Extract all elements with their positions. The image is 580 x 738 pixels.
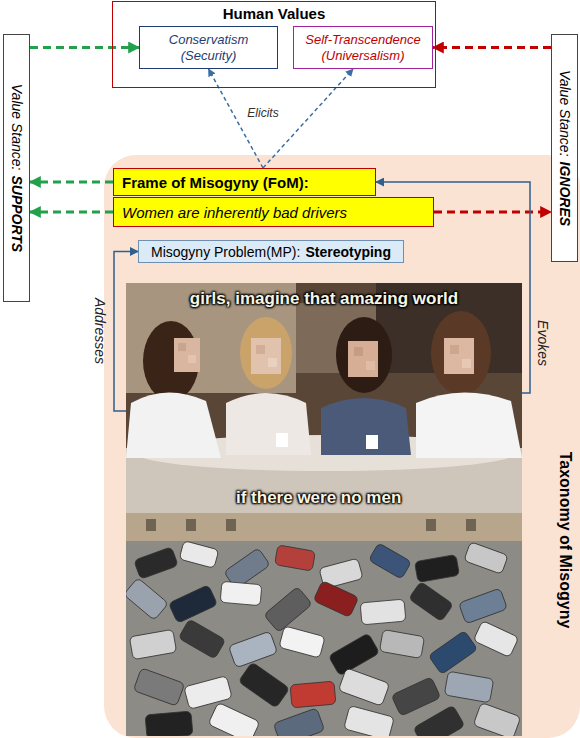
value-box: Conservatism (Security) — [139, 26, 278, 69]
box-label: Women are inherently bad drivers — [122, 204, 347, 221]
box-label: Misogyny Problem(MP): — [151, 244, 300, 260]
value-group-box: Human ValuesConservatism (Security) Self-… — [112, 1, 436, 88]
meme-illustration — [126, 283, 522, 736]
value-box: Self-Transcendence (Universalism) — [293, 26, 433, 69]
taxonomy-region: Taxonomy of Misogyny Frame of Misogyny (F… — [104, 155, 580, 738]
edge-label: Evokes — [535, 320, 551, 366]
stance-label: SUPPORTS — [9, 175, 25, 252]
box-label: Stereotyping — [305, 244, 391, 260]
connector-arrow — [434, 211, 551, 214]
box-label: Self-Transcendence (Universalism) — [298, 32, 428, 63]
meme-caption: if there were no men — [236, 488, 401, 508]
region-fill — [104, 155, 580, 738]
meme-image: girls, imagine that amazing world if ther… — [126, 283, 522, 736]
stance-box: Value Stance: SUPPORTS — [3, 34, 30, 302]
rotated-text: Value Stance: IGNORES — [556, 70, 574, 226]
problem-box: Misogyny Problem(MP): Stereotyping — [138, 240, 404, 263]
box-label: Conservatism (Security) — [144, 32, 273, 63]
frame-box: Frame of Misogyny (FoM): — [113, 168, 376, 196]
region-title: Taxonomy of Misogyny — [557, 452, 574, 629]
edge-label: Addresses — [92, 298, 108, 364]
connector-arrow — [30, 211, 113, 214]
frame-statement-box: Women are inherently bad drivers — [113, 197, 434, 227]
connector-arrow — [30, 181, 113, 184]
stance-box: Value Stance: IGNORES — [551, 34, 578, 262]
edge-group-label: Elicits — [245, 106, 280, 120]
connector-arrow — [30, 46, 139, 49]
stance-label: Value Stance: — [9, 84, 25, 171]
meme-caption: girls, imagine that amazing world — [126, 289, 522, 309]
stance-label: Value Stance: — [557, 70, 573, 157]
rotated-text: Taxonomy of Misogyny — [556, 452, 574, 629]
box-label: Frame of Misogyny (FoM): — [122, 174, 309, 191]
stance-label: IGNORES — [557, 162, 573, 227]
rotated-text: Value Stance: SUPPORTS — [8, 84, 26, 252]
group-heading: Human Values — [113, 2, 435, 22]
connector-arrow — [433, 46, 551, 49]
